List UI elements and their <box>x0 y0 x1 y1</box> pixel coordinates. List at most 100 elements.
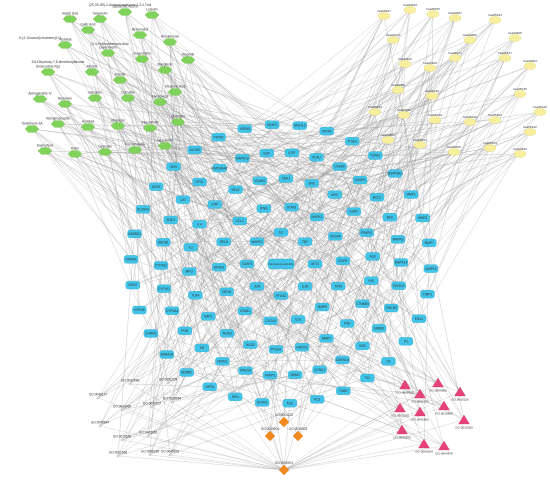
ingredient-label: 5,6-Dihydroxy-7,8-dimethoxyflavone <box>32 60 85 64</box>
target-label: MMP2 <box>322 337 331 341</box>
edge <box>149 328 380 456</box>
edge <box>342 93 521 360</box>
label-layer: IL6TNFAKT1IL1BPTGS2JUNCASP3MAPK3STAT3MAP… <box>19 3 547 465</box>
target-node <box>156 284 172 293</box>
target-label: TNF <box>302 240 308 244</box>
target-node <box>282 399 298 408</box>
go-term-triangle <box>454 386 466 397</box>
edge <box>186 204 215 373</box>
target-label: XDH <box>170 165 177 169</box>
ingredient-label: Astragaloside IV <box>28 91 52 95</box>
edge <box>335 236 461 393</box>
ingredient-node <box>50 120 66 128</box>
compound-node <box>463 118 477 126</box>
target-label: GPX1 <box>195 180 204 184</box>
ingredient-node <box>110 122 126 130</box>
target-label: KEAP1 <box>267 123 278 127</box>
target-label: IGF1 <box>288 151 295 155</box>
edge <box>272 13 434 125</box>
target-node <box>315 302 330 312</box>
edge <box>398 285 421 413</box>
edge <box>283 382 439 471</box>
edge <box>283 445 445 471</box>
edge <box>366 114 405 233</box>
compound-label: hsa05152 <box>447 145 461 149</box>
target-node <box>175 195 191 204</box>
disease-diamond <box>264 430 276 442</box>
compound-node <box>425 92 439 100</box>
edge <box>242 158 258 242</box>
edge <box>317 318 420 400</box>
ingredient-node <box>162 38 178 46</box>
target-node <box>249 237 265 246</box>
edge <box>163 288 421 413</box>
edge <box>117 125 380 329</box>
target-node <box>219 329 235 338</box>
edge <box>142 167 220 210</box>
target-label: PTGS2 <box>276 294 287 298</box>
edge <box>149 127 246 312</box>
target-node <box>365 252 380 261</box>
edge <box>285 39 394 179</box>
edge <box>190 114 405 248</box>
edge <box>147 435 285 471</box>
ingredient-label: Alisol B <box>87 64 98 68</box>
edge <box>155 186 271 437</box>
target-label: GSK3B <box>386 306 397 310</box>
go-term-label: GO:0005515 <box>391 413 409 417</box>
edge <box>195 217 423 296</box>
target-node <box>294 343 310 352</box>
edge <box>214 144 421 205</box>
go-term-label: GO:0043065 <box>139 430 157 434</box>
target-label: F3 <box>387 359 391 363</box>
edge <box>99 18 299 320</box>
target-label: EGF <box>264 151 271 155</box>
edge <box>283 429 403 471</box>
edge <box>149 127 378 198</box>
compound-label: hsa04933 <box>403 3 417 7</box>
edge <box>121 409 285 471</box>
edge <box>184 310 246 331</box>
edge <box>99 18 372 281</box>
compound-node <box>377 12 391 20</box>
compound-label: hsa05164 <box>483 141 497 145</box>
edge <box>121 374 271 441</box>
edge <box>400 19 496 263</box>
go-term-triangle <box>414 388 426 399</box>
edge <box>316 95 433 158</box>
ingredient-label: Kaempferol <box>37 143 54 147</box>
target-node <box>194 343 210 353</box>
target-node <box>307 259 323 269</box>
edge <box>142 65 531 210</box>
target-label: PIK3CA <box>393 284 405 288</box>
edge <box>170 217 390 221</box>
center-label: Glomerulonephritis <box>268 262 294 266</box>
target-node <box>327 190 343 199</box>
target-label: NOS3 <box>223 331 232 335</box>
edge <box>289 153 521 404</box>
edge <box>244 15 385 129</box>
go-term-node <box>116 454 120 458</box>
ingredient-label: Mangiferin <box>158 62 173 66</box>
compound-node <box>448 14 462 22</box>
edge <box>141 58 248 265</box>
target-label: IL2 <box>189 245 194 249</box>
target-node <box>237 306 253 316</box>
compound-node <box>397 111 411 119</box>
target-label: ERBB2 <box>374 327 385 331</box>
edge <box>297 179 361 320</box>
ingredient-node <box>92 15 108 23</box>
target-node <box>352 175 368 185</box>
edge <box>376 197 445 447</box>
go-term-node <box>150 405 154 409</box>
target-label: CYP1A1 <box>158 287 170 291</box>
target-label: ALB <box>370 255 376 259</box>
target-label: F2 <box>404 339 408 343</box>
target-node <box>238 366 253 375</box>
edge <box>270 320 406 386</box>
edge <box>199 224 425 445</box>
edge <box>121 323 348 411</box>
go-term-label: GO:0042127 <box>89 392 107 396</box>
go-term-label: GO:0071222 <box>143 401 161 405</box>
edge <box>297 280 372 320</box>
